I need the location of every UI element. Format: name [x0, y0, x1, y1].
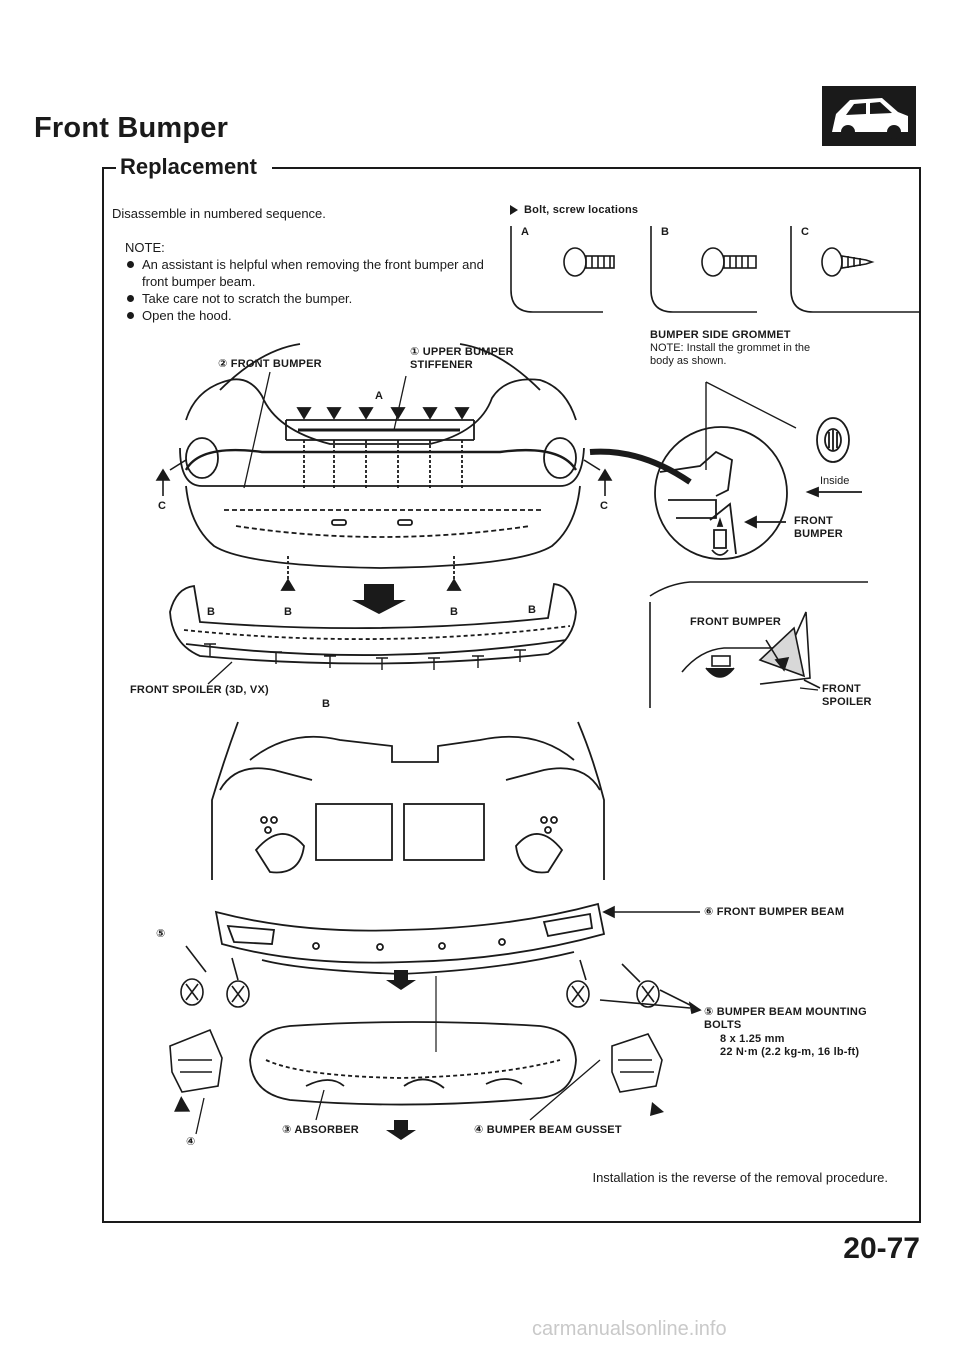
note-item: Take care not to scratch the bumper. [125, 290, 495, 307]
lower-leaders [195, 1059, 601, 1135]
bumper-beam-drawing [214, 902, 606, 975]
front-bumper-drawing [179, 343, 692, 569]
legend-type-b: B [661, 226, 670, 238]
grommet-inside-label: Inside [820, 475, 850, 487]
beam-label: ⑥ FRONT BUMPER BEAM [704, 906, 845, 918]
callout-four: ④ [186, 1136, 196, 1148]
section-frame [102, 167, 921, 1223]
legend-title: Bolt, screw locations [524, 204, 639, 216]
absorber-label: ③ ABSORBER [282, 1124, 359, 1136]
front-bumper-label: ② FRONT BUMPER [218, 358, 322, 370]
callout-b-5: B [322, 698, 331, 710]
fastener-legend [510, 226, 921, 313]
note-item: Open the hood. [125, 307, 495, 324]
detail-spoiler-label: FRONT SPOILER [822, 683, 872, 708]
callout-b-2: B [284, 606, 293, 618]
footer-note: Installation is the reverse of the remov… [592, 1170, 888, 1185]
screw-c-icon [821, 247, 875, 277]
bolt-icon-right-1 [566, 980, 590, 1008]
stiffener-label: ① UPPER BUMPER STIFFENER [410, 346, 514, 371]
grommet-title: BUMPER SIDE GROMMET [650, 329, 791, 341]
stiffener-bolts [296, 407, 470, 420]
legend-arrow-icon [510, 205, 518, 215]
absorber-drawing [249, 976, 577, 1106]
note-item: An assistant is helpful when removing th… [125, 256, 495, 290]
front-spoiler-label: FRONT SPOILER (3D, VX) [130, 684, 269, 696]
bolt-icon-right-2 [636, 980, 660, 1008]
spoiler-bolts [204, 643, 526, 670]
section-subtitle: Replacement [120, 154, 257, 179]
grommet-icon [816, 417, 850, 463]
watermark: carmanualsonline.info [532, 1318, 727, 1340]
legend-type-a: A [521, 226, 530, 238]
grommet-note: NOTE: Install the grommet in the body as… [650, 342, 811, 367]
notes-list: An assistant is helpful when removing th… [125, 256, 495, 324]
bolts-torque: 22 N·m (2.2 kg-m, 16 lb-ft) [720, 1046, 860, 1058]
bolts-spec: 8 x 1.25 mm [720, 1033, 785, 1045]
page-number: 20-77 [843, 1232, 920, 1265]
bolt-icon-left-1 [180, 978, 204, 1006]
body-front-drawing [211, 721, 605, 880]
gusset-drawing [169, 1028, 663, 1093]
c-location-arrows [155, 459, 613, 496]
callout-five: ⑤ [156, 928, 166, 940]
gusset-label: ④ BUMPER BEAM GUSSET [474, 1124, 622, 1136]
bolt-b-icon [701, 247, 757, 277]
detail-bumper-label: FRONT BUMPER [690, 616, 782, 628]
beam-bolts [180, 905, 702, 1015]
leader-lines [207, 371, 819, 691]
callout-c-right: C [600, 500, 609, 512]
grommet-detail [654, 381, 862, 560]
intro-text: Disassemble in numbered sequence. [112, 206, 326, 221]
bolt-icon-left-2 [226, 980, 250, 1008]
callout-b-1: B [207, 606, 216, 618]
front-spoiler-drawing [169, 556, 577, 670]
page-title: Front Bumper [34, 112, 229, 144]
note-heading: NOTE: [125, 240, 165, 255]
callout-b-4: B [528, 604, 537, 616]
down-arrow-icon [352, 584, 406, 614]
callout-b-3: B [450, 606, 459, 618]
lower-arrows [174, 970, 664, 1140]
callout-a: A [375, 390, 384, 402]
bolts-label: ⑤ BUMPER BEAM MOUNTING BOLTS [704, 1006, 867, 1031]
bolt-a-icon [563, 247, 615, 277]
legend-type-c: C [801, 226, 810, 238]
hatchback-car-icon [822, 86, 916, 146]
callout-c-left: C [158, 500, 167, 512]
spoiler-detail [649, 581, 868, 708]
grommet-bumper-label: FRONT BUMPER [794, 515, 843, 540]
